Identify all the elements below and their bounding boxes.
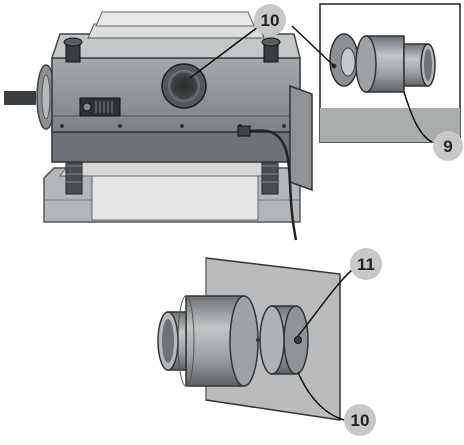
callout-number: 10 — [351, 411, 370, 430]
callout-number: 9 — [443, 137, 452, 156]
adapter-closeup-bottom — [157, 257, 341, 421]
planer-machine — [4, 11, 313, 241]
callout-9: 9 — [403, 91, 463, 161]
adapter-inset-top — [319, 3, 461, 143]
callout-number: 11 — [357, 255, 375, 274]
callout-number: 10 — [261, 11, 280, 30]
callout-11: 11 — [297, 248, 382, 337]
callout-10-bottom: 10 — [297, 371, 376, 436]
callout-10-top: 10 — [189, 4, 286, 79]
